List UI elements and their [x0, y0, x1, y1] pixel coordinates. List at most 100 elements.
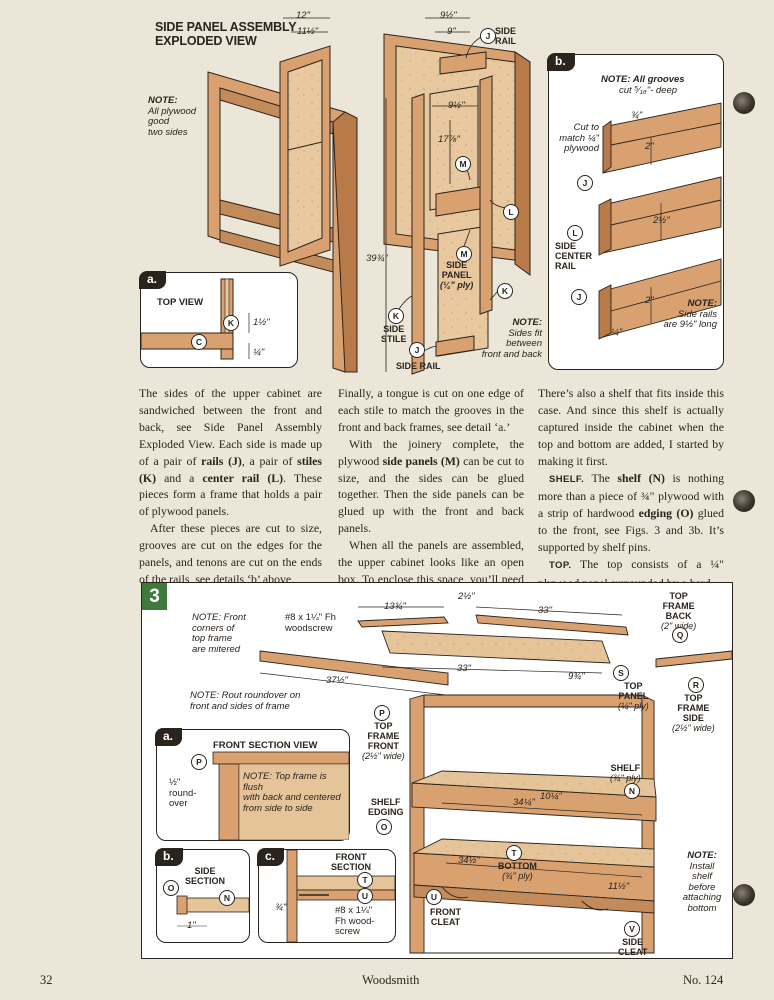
note-line: NOTE:	[687, 850, 717, 861]
side-section-drawing	[176, 895, 249, 927]
front-section-drawing	[212, 751, 349, 840]
note-grooves: NOTE: All grooves cut ⁵⁄₁₆"- deep	[601, 74, 717, 96]
note-line: Sides fit	[508, 327, 542, 339]
note-line: front and sides of frame	[190, 700, 290, 712]
paragraph: Finally, a tongue is cut on one edge of …	[338, 386, 524, 434]
figure-number: 3	[142, 583, 167, 610]
groove-details-drawing	[598, 102, 722, 340]
label-line: woodscrew	[285, 622, 333, 634]
paragraph: There’s also a shelf that fits inside th…	[538, 386, 724, 468]
dim-13-three-quarters: 13¾"	[384, 601, 406, 612]
part-j-marker-2: J	[409, 342, 425, 358]
part-v-marker: V	[624, 921, 640, 937]
label-line: SIDE	[383, 324, 405, 334]
label-line: (2½" wide)	[362, 751, 405, 761]
label-line: (¾" ply)	[502, 871, 533, 881]
run-in-head: TOP.	[549, 560, 572, 572]
part-t-marker-inset: T	[357, 872, 373, 888]
label-line: RAIL	[495, 36, 516, 46]
inset-front-section-view: a. FRONT SECTION VIEW P ½" round- over N…	[155, 728, 350, 841]
label-front-cleat: FRONT CLEAT	[430, 907, 461, 927]
dim-9-half-top: 9½"	[440, 10, 457, 21]
label-bottom: BOTTOM (¾" ply)	[498, 861, 537, 881]
article-column-3: There’s also a shelf that fits inside th…	[538, 385, 724, 592]
note-line: Cut to	[573, 122, 599, 133]
note-line: NOTE:	[687, 298, 717, 309]
inset-title-line: SECTION	[331, 862, 372, 872]
part-u-marker-inset: U	[357, 888, 373, 904]
label-line: (¼" ply)	[440, 280, 474, 290]
label-side-stile: SIDE STILE	[381, 324, 407, 344]
part-k-marker-2: K	[388, 308, 404, 324]
part-k-marker: K	[497, 283, 513, 299]
binder-hole-icon	[733, 92, 755, 114]
note-plywood-line: two sides	[148, 126, 188, 138]
magazine-name: Woodsmith	[362, 973, 420, 987]
dim-9-three-quarters: 9¾"	[568, 671, 585, 682]
inset-tag: b.	[155, 848, 183, 866]
note-cut-to: Cut to match ¼" plywood	[555, 122, 599, 155]
text: The sides of the upper cabinet are sandw…	[139, 386, 322, 468]
note-line: match ¼"	[559, 132, 599, 144]
label-line: (2½" wide)	[672, 723, 715, 733]
label-line: SIDE	[622, 937, 644, 947]
inset-side-section: b. SIDE SECTION O N 1"	[155, 848, 250, 943]
label-line: SIDE	[495, 26, 517, 36]
note-line: top frame	[192, 633, 233, 644]
figure-title-line-1: SIDE PANEL ASSEMBLY	[155, 20, 297, 34]
label-line: SIDE	[446, 260, 468, 270]
part-n-marker: N	[624, 783, 640, 799]
inset-title-line: SIDE	[194, 866, 216, 876]
inset-top-view: a. TOP VIEW K C 1½" ¼"	[139, 271, 298, 368]
label-line: CENTER	[555, 251, 593, 261]
label-line: STILE	[381, 334, 407, 344]
inset-tag: c.	[257, 848, 285, 866]
note-side-rails: NOTE: Side rails are 9½" long	[653, 298, 717, 331]
note-line: NOTE: Front	[192, 612, 246, 623]
label-line: PANEL	[441, 270, 472, 280]
binder-hole-icon	[733, 490, 755, 512]
note-line: are 9½" long	[663, 319, 717, 330]
note-line: front and back	[481, 348, 542, 360]
inset-tag: a.	[139, 271, 167, 289]
label-line: (¼" ply)	[618, 701, 649, 711]
note-plywood-line: All plywood	[148, 105, 197, 117]
inset-groove-details: b. NOTE: All grooves cut ⁵⁄₁₆"- deep ¾" …	[547, 53, 724, 370]
label-line: RAIL	[555, 261, 576, 271]
label-line: over	[169, 798, 188, 809]
note-line: bottom	[687, 902, 717, 914]
figure-title: SIDE PANEL ASSEMBLY EXPLODED VIEW	[155, 20, 297, 48]
dim-9-half-mid: 9½"	[448, 100, 465, 111]
part-n-marker-inset: N	[219, 890, 235, 906]
part-l-marker: L	[503, 204, 519, 220]
note-top-frame-flush: NOTE: Top frame is flush with back and c…	[243, 771, 349, 814]
label-line: FRAME	[677, 703, 710, 713]
article-column-2: Finally, a tongue is cut on one edge of …	[338, 385, 524, 605]
part-t-marker: T	[506, 845, 522, 861]
part-m-marker: M	[455, 156, 471, 172]
part-r-marker: R	[688, 677, 704, 693]
note-line: Side rails	[677, 308, 717, 320]
label-line: FRONT	[430, 907, 461, 917]
note-front-corners: NOTE: Front corners of top frame are mit…	[192, 612, 246, 655]
dim-33-a: 33"	[538, 605, 552, 616]
label-line: TOP	[684, 693, 703, 703]
dim-11-half: 11½"	[608, 881, 630, 892]
part-j-marker: J	[480, 28, 496, 44]
note-line: NOTE: All grooves	[601, 74, 685, 85]
inset-front-section: c. FRONT SECTION T U ¾" #8 x 1¼" Fh wood…	[257, 848, 396, 943]
label-side-panel: SIDE PANEL (¼" ply)	[440, 260, 473, 290]
dim-2-half: 2½"	[653, 215, 670, 226]
note-line: shelf	[691, 871, 713, 882]
paragraph: SHELF. The shelf (N) is nothing more tha…	[538, 470, 724, 557]
label-line: #8 x 1¼"	[335, 905, 373, 916]
note-line: with back and centered	[243, 792, 341, 803]
note-line: NOTE: Top frame is flush	[243, 771, 327, 793]
dim-10-quarter: 10¼"	[540, 791, 562, 802]
dim-2-half: 2½"	[458, 591, 475, 602]
dim-2-a: 2"	[645, 141, 654, 152]
text: . These pieces form a frame that holds a…	[139, 470, 322, 519]
label-woodscrew: #8 x 1¼" Fh woodscrew	[285, 612, 336, 634]
note-line: NOTE: Rout roundover on	[190, 690, 301, 701]
inset-title: TOP VIEW	[157, 297, 204, 308]
